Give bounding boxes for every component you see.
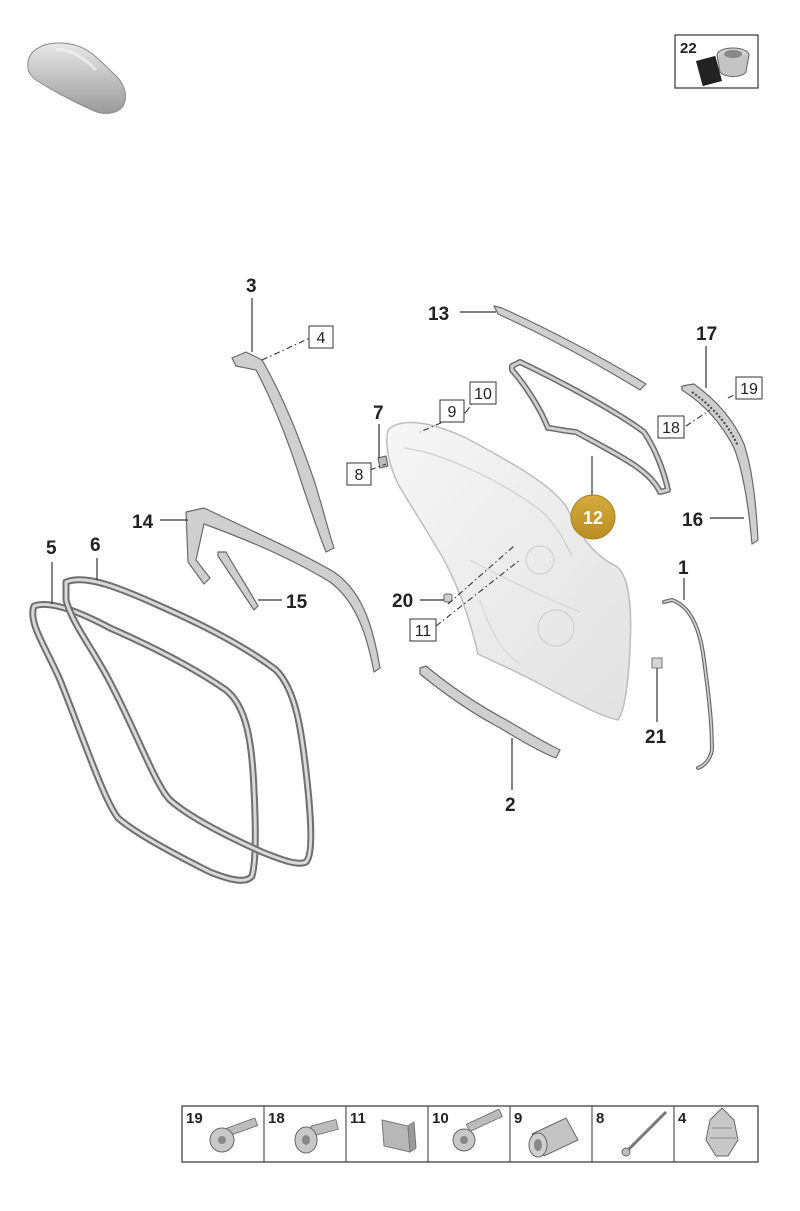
legend-label-9: 9 <box>514 1110 522 1127</box>
callout-1[interactable]: 1 <box>678 558 689 579</box>
legend-item-4[interactable]: 4 <box>678 1107 739 1157</box>
callout-20[interactable]: 20 <box>392 591 413 612</box>
callout-8: 8 <box>355 467 364 484</box>
pad-icon <box>381 1119 417 1153</box>
leader-19 <box>727 391 741 399</box>
legend-item-18[interactable]: 18 <box>268 1110 339 1154</box>
rivet-nut-icon <box>528 1117 579 1158</box>
callout-10: 10 <box>474 386 492 403</box>
leader-20b <box>447 545 515 605</box>
pin-icon <box>621 1110 668 1157</box>
parts-legend: 19 18 11 10 <box>181 1105 759 1163</box>
legend-item-9[interactable]: 9 <box>514 1110 579 1158</box>
callout-11-box[interactable]: 11 <box>409 618 437 642</box>
callout-4-box[interactable]: 4 <box>308 325 334 349</box>
callout-2[interactable]: 2 <box>505 795 516 816</box>
legend-label-4: 4 <box>678 1110 687 1127</box>
callout-8-box[interactable]: 8 <box>346 462 372 486</box>
part-15-strip[interactable] <box>217 551 259 611</box>
callout-19: 19 <box>740 381 758 398</box>
part-12-door-shell[interactable] <box>386 421 632 721</box>
callout-10-box[interactable]: 10 <box>469 381 497 405</box>
callout-9-box[interactable]: 9 <box>439 399 465 423</box>
callout-4: 4 <box>317 330 326 347</box>
part-2-lower-strip[interactable] <box>419 665 561 759</box>
leader-4 <box>261 337 311 361</box>
callout-18-box[interactable]: 18 <box>657 415 685 439</box>
part-1-cable[interactable] <box>662 597 715 770</box>
callout-11: 11 <box>415 623 432 640</box>
legend-label-11: 11 <box>350 1110 366 1127</box>
part-6-door-seal[interactable] <box>62 576 315 867</box>
vehicle-thumbnail <box>27 42 126 114</box>
legend-label-10: 10 <box>432 1110 449 1127</box>
callout-5[interactable]: 5 <box>46 538 57 559</box>
callout-19-box[interactable]: 19 <box>735 376 763 400</box>
leader-9 <box>419 411 467 433</box>
callout-6[interactable]: 6 <box>90 535 101 556</box>
leader-11 <box>435 559 521 627</box>
legend-label-19: 19 <box>186 1110 203 1127</box>
callout-18: 18 <box>662 420 680 437</box>
callout-12: 12 <box>583 508 603 528</box>
part-5-door-seal[interactable] <box>29 600 259 884</box>
leader-8 <box>369 463 387 471</box>
torx-bolt-icon <box>209 1117 259 1153</box>
part-20-plug[interactable] <box>443 593 453 603</box>
leader-10 <box>465 403 473 413</box>
callout-9: 9 <box>448 404 457 421</box>
legend-item-8[interactable]: 8 <box>596 1110 668 1157</box>
part-7-clip[interactable] <box>377 455 389 469</box>
callout-14[interactable]: 14 <box>132 512 154 533</box>
torx-screw-icon <box>452 1108 503 1152</box>
leader-18 <box>685 409 711 427</box>
window-frame[interactable] <box>509 359 671 495</box>
legend-item-10[interactable]: 10 <box>432 1108 503 1152</box>
legend-item-11[interactable]: 11 <box>350 1110 417 1153</box>
callout-21[interactable]: 21 <box>645 727 667 748</box>
callout-7[interactable]: 7 <box>373 403 384 424</box>
part-14-frame-trim[interactable] <box>185 507 381 673</box>
part-17-pillar-trim[interactable] <box>681 383 759 545</box>
part-13-weatherstrip[interactable] <box>493 305 647 391</box>
part-22-box[interactable]: 22 <box>674 34 759 89</box>
clip-icon <box>705 1107 739 1157</box>
legend-label-8: 8 <box>596 1110 604 1127</box>
legend-item-19[interactable]: 19 <box>186 1110 259 1153</box>
part-22-label: 22 <box>680 40 697 57</box>
callout-16[interactable]: 16 <box>682 510 703 531</box>
callout-3[interactable]: 3 <box>246 276 257 297</box>
part-21-pad[interactable] <box>651 657 663 669</box>
stepped-bolt-icon <box>294 1118 339 1154</box>
callout-17[interactable]: 17 <box>696 324 717 345</box>
part-3-pillar-trim[interactable] <box>231 351 335 553</box>
callout-15[interactable]: 15 <box>286 592 308 613</box>
legend-label-18: 18 <box>268 1110 285 1127</box>
callout-13[interactable]: 13 <box>428 304 449 325</box>
callout-12-highlight[interactable]: 12 <box>570 494 616 540</box>
grommet-icon <box>695 47 750 87</box>
